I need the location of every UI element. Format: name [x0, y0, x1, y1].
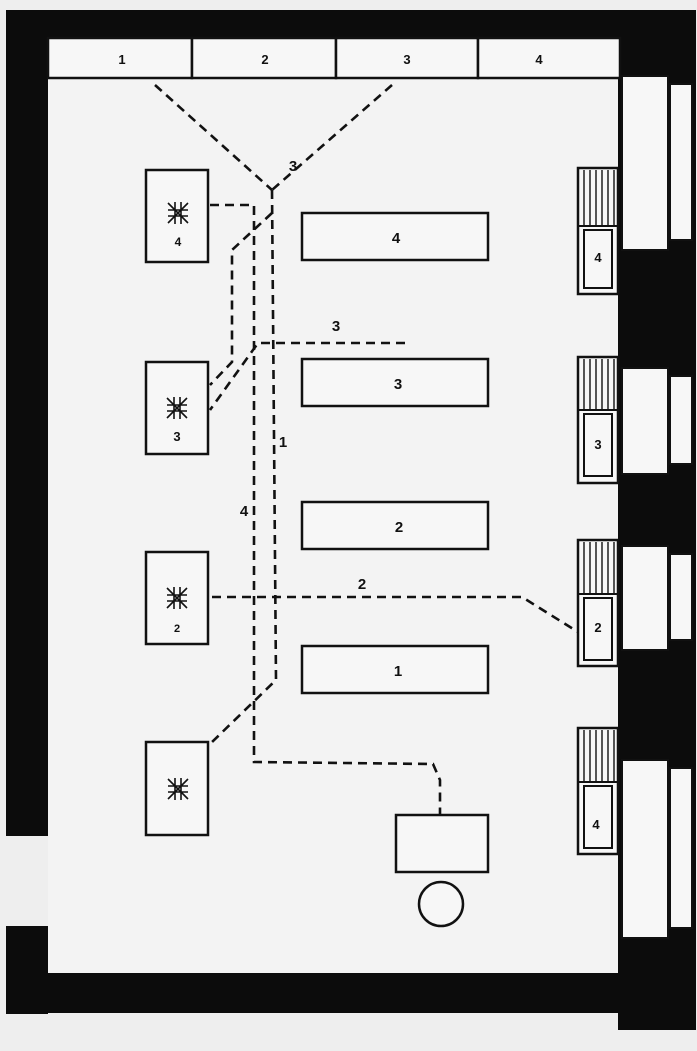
right-unit-1: 4 [576, 166, 620, 296]
left-unit-label-2: 2 [174, 623, 180, 635]
route-label-3-upper: 3 [289, 158, 297, 175]
right-unit-2: 3 [576, 355, 620, 485]
route-3-left-branch [154, 84, 273, 191]
table-label-1: 1 [394, 663, 402, 680]
top-bay-label-2: 2 [261, 52, 268, 67]
table-label-3: 3 [394, 376, 402, 393]
top-bays: 1 2 3 4 [46, 36, 622, 80]
bottom-box [394, 813, 490, 874]
right-unit-4: 4 [576, 726, 620, 856]
right-unit-label-3: 2 [594, 620, 601, 635]
table-label-4: 4 [392, 230, 401, 247]
table-4 [300, 211, 490, 262]
table-1 [300, 644, 490, 695]
route-3-to-unit-3 [209, 212, 273, 386]
window-1 [621, 75, 669, 251]
right-unit-label-1: 4 [594, 250, 602, 265]
bottom-circle [417, 880, 465, 928]
walls [6, 10, 696, 1030]
window-3 [621, 545, 669, 651]
top-bay-1 [46, 36, 194, 80]
left-units: 4 3 2 [144, 168, 210, 837]
window-3-frame [669, 553, 693, 641]
bottom-wall [6, 973, 696, 1013]
route-4 [210, 203, 442, 814]
right-unit-label-4: 4 [592, 817, 600, 832]
route-label-4: 4 [240, 503, 249, 520]
window-2-frame [669, 375, 693, 465]
window-2 [621, 367, 669, 475]
window-4 [621, 759, 669, 939]
top-wall [6, 10, 678, 38]
right-unit-label-2: 3 [594, 437, 601, 452]
window-1-frame [669, 83, 693, 241]
top-bay-label-4: 4 [535, 52, 543, 67]
table-label-2: 2 [395, 519, 403, 536]
route-label-3-mid: 3 [332, 318, 340, 335]
asterisk-cross-icon [167, 778, 189, 800]
top-bay-4 [476, 36, 622, 80]
left-unit-label-3: 3 [173, 429, 180, 444]
route-3-right-branch [271, 84, 393, 191]
top-bay-label-1: 1 [118, 52, 125, 67]
asterisk-cross-icon [166, 397, 188, 419]
routes [154, 84, 579, 814]
right-units: 4 3 2 4 [576, 166, 620, 856]
right-unit-3: 2 [576, 538, 620, 668]
window-4-frame [669, 767, 693, 929]
route-label-1: 1 [279, 434, 287, 451]
asterisk-cross-icon [167, 202, 189, 224]
table-3 [300, 357, 490, 408]
route-label-2: 2 [358, 576, 366, 593]
table-2 [300, 500, 490, 551]
top-bay-label-3: 3 [403, 52, 410, 67]
left-unit-label-4: 4 [175, 235, 182, 249]
top-bay-3 [334, 36, 480, 80]
asterisk-cross-icon [166, 587, 188, 609]
left-wall-upper [6, 10, 48, 836]
route-3-mid [208, 341, 405, 411]
tables: 4 3 2 1 [300, 211, 490, 695]
